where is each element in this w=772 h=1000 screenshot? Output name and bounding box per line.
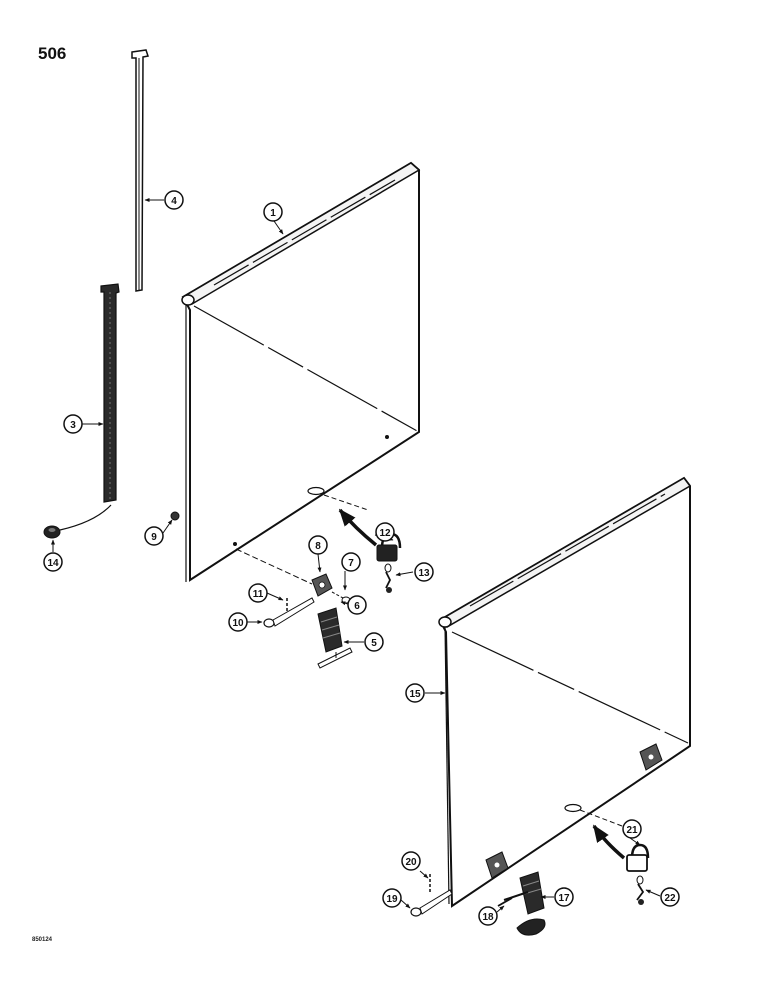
page-number: 506 (38, 44, 67, 63)
callout-13: 13 (414, 562, 434, 582)
lower-panel-hinge-right (639, 743, 663, 771)
svg-text:20: 20 (405, 857, 417, 868)
part-5-latch (317, 607, 353, 669)
svg-text:4: 4 (171, 196, 177, 207)
callout-14: 14 (43, 552, 63, 572)
callout-8: 8 (308, 535, 328, 555)
lower-door-panel (438, 476, 692, 908)
part-10-bolt (263, 597, 315, 628)
part-3-seal-strip (100, 283, 120, 503)
svg-text:3: 3 (70, 420, 76, 431)
upper-door-panel (181, 161, 421, 582)
callout-1: 1 (263, 202, 283, 222)
svg-text:7: 7 (348, 558, 354, 569)
svg-text:13: 13 (418, 568, 430, 579)
svg-text:22: 22 (664, 893, 676, 904)
callout-3: 3 (63, 414, 83, 434)
callout-21: 21 (622, 819, 642, 839)
svg-text:11: 11 (253, 589, 264, 600)
part-4-strip (131, 49, 149, 292)
svg-text:10: 10 (232, 618, 244, 629)
part-8-bracket (311, 573, 333, 597)
callout-11: 11 (248, 583, 268, 603)
svg-text:15: 15 (409, 689, 421, 700)
part-17-latch (503, 871, 546, 936)
svg-text:17: 17 (558, 893, 570, 904)
callout-17: 17 (554, 887, 574, 907)
svg-text:21: 21 (626, 825, 638, 836)
svg-text:1: 1 (270, 208, 276, 219)
callout-20: 20 (401, 851, 421, 871)
svg-text:19: 19 (386, 894, 398, 905)
callout-15: 15 (405, 683, 425, 703)
part-14-grommet (43, 525, 61, 539)
svg-text:5: 5 (371, 638, 377, 649)
svg-text:12: 12 (379, 528, 391, 539)
callout-9: 9 (144, 526, 164, 546)
svg-text:8: 8 (315, 541, 321, 552)
callout-10: 10 (228, 612, 248, 632)
callout-4: 4 (164, 190, 184, 210)
svg-text:14: 14 (47, 558, 59, 569)
callout-6: 6 (347, 595, 367, 615)
part-22-clip (636, 875, 645, 905)
part-18-pin (497, 897, 513, 907)
part-13-clip (384, 563, 392, 593)
callout-19: 19 (382, 888, 402, 908)
svg-text:18: 18 (482, 912, 494, 923)
callout-5: 5 (364, 632, 384, 652)
callout-18: 18 (478, 906, 498, 926)
callout-7: 7 (341, 552, 361, 572)
svg-text:6: 6 (354, 601, 360, 612)
part-9-nut (170, 511, 180, 521)
part-21-padlock (626, 843, 650, 872)
callout-12: 12 (375, 522, 395, 542)
callout-22: 22 (660, 887, 680, 907)
part-19-bolt (410, 889, 453, 917)
drawing-code: 850124 (32, 937, 53, 943)
lower-panel-hinge-left (485, 851, 509, 879)
svg-text:9: 9 (151, 532, 157, 543)
